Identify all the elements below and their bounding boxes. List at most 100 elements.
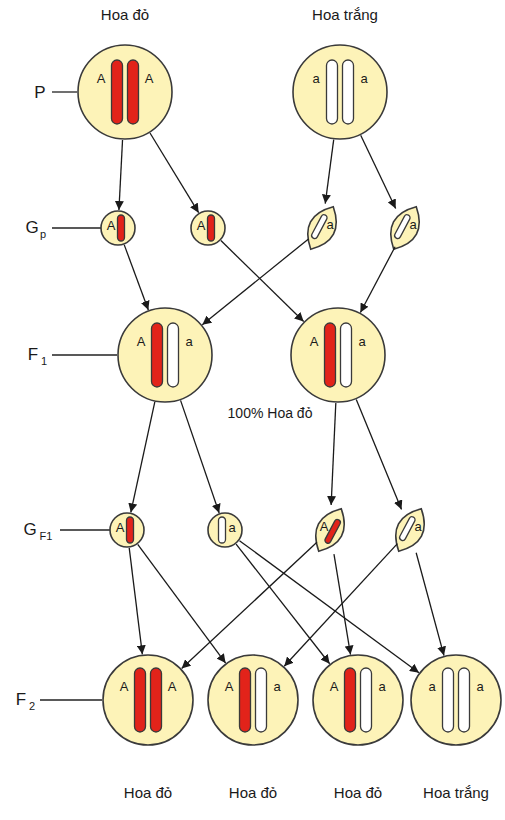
cell-outline <box>77 44 173 140</box>
allele-letter: A <box>97 72 106 85</box>
chromosome <box>208 215 215 241</box>
cell-circle-outline <box>191 211 225 245</box>
generation-label: Hoa trắng <box>312 7 378 22</box>
cell-circle: Aa <box>312 654 404 746</box>
cell-circle: AA <box>102 654 194 746</box>
cell-body <box>387 503 432 558</box>
chromosome <box>325 323 336 387</box>
chromosome <box>399 516 417 542</box>
allele-letter: a <box>326 218 333 231</box>
cell-body <box>191 211 225 245</box>
subscript-label: p <box>40 229 46 240</box>
cell-body <box>208 655 298 745</box>
chromosome <box>256 668 267 732</box>
cell-outline <box>117 307 213 403</box>
allele-letter: a <box>476 680 483 693</box>
egg-cell: a <box>304 202 340 254</box>
cell-outline <box>207 512 243 548</box>
cell-circle-outline <box>291 308 385 402</box>
cell-body <box>382 201 427 256</box>
chromosome <box>128 60 139 124</box>
chromosome <box>219 517 226 543</box>
cell-circle-outline <box>101 211 135 245</box>
allele-letter: A <box>116 521 125 534</box>
cell-outline <box>312 504 348 556</box>
cell-outline <box>292 44 388 140</box>
chromosome <box>135 668 146 732</box>
leader-line <box>40 699 102 700</box>
allele-letter: A <box>197 219 206 232</box>
cross-arrow <box>129 548 142 654</box>
allele-letter: A <box>320 520 329 533</box>
cell-body <box>299 201 344 256</box>
cell-circle-outline <box>313 655 403 745</box>
chromosome <box>343 60 354 124</box>
egg-cell: a <box>392 504 428 556</box>
allele-letter: a <box>428 680 435 693</box>
cell-circle: Aa <box>290 307 386 403</box>
allele-letter: A <box>120 680 129 693</box>
cross-arrow <box>236 544 330 664</box>
chromosome <box>327 60 338 124</box>
allele-letter: A <box>137 335 146 348</box>
generation-label: G <box>23 521 36 538</box>
generation-label: Hoa đỏ <box>101 7 149 22</box>
chromosome <box>240 668 251 732</box>
cross-arrow <box>284 544 397 667</box>
cross-arrow <box>356 399 401 509</box>
allele-letter: A <box>225 680 234 693</box>
leader-line <box>60 529 110 530</box>
generation-label: F <box>28 346 38 363</box>
cell-body <box>208 513 242 547</box>
generation-label: P <box>34 84 45 101</box>
subscript-label: F1 <box>40 531 53 542</box>
generation-label: G <box>25 219 38 236</box>
generation-label: Hoa đỏ <box>334 785 382 800</box>
allele-letter: A <box>107 219 116 232</box>
chromosome <box>361 668 372 732</box>
cell-body <box>103 655 193 745</box>
cell-body <box>313 655 403 745</box>
allele-letter: A <box>168 680 177 693</box>
cross-arrow <box>119 140 123 210</box>
cross-arrow <box>416 553 444 656</box>
gamete-circle: A <box>109 512 145 548</box>
chromosome <box>168 323 179 387</box>
cell-outline <box>102 654 194 746</box>
cell-outline <box>190 210 226 246</box>
chromosome <box>112 60 123 124</box>
cell-body <box>101 211 135 245</box>
leader-line <box>52 354 117 355</box>
cell-body <box>291 308 385 402</box>
subscript-label: 2 <box>29 701 35 712</box>
cell-circle: AA <box>77 44 173 140</box>
egg-outline <box>387 503 432 558</box>
cross-arrow <box>334 554 351 655</box>
allele-letter: a <box>360 72 367 85</box>
allele-letter: A <box>330 680 339 693</box>
cell-body <box>118 308 212 402</box>
chromosome <box>459 668 470 732</box>
cell-circle-outline <box>411 655 501 745</box>
cell-outline <box>312 654 404 746</box>
cell-circle: Aa <box>207 654 299 746</box>
cell-body <box>411 655 501 745</box>
egg-cell: a <box>387 202 423 254</box>
cell-circle-outline <box>208 513 242 547</box>
chromosome <box>394 214 412 240</box>
chromosome <box>443 668 454 732</box>
leader-line <box>52 91 77 92</box>
chromosome <box>345 668 356 732</box>
allele-letter: a <box>414 520 421 533</box>
cross-arrow <box>150 133 199 213</box>
cell-outline <box>304 202 340 254</box>
chromosome <box>151 668 162 732</box>
cross-arrow <box>182 542 317 668</box>
cell-outline <box>109 512 145 548</box>
allele-letter: a <box>358 335 365 348</box>
cross-arrow <box>331 403 336 505</box>
generation-label: 100% Hoa đỏ <box>228 406 313 420</box>
generation-label: Hoa đỏ <box>229 785 277 800</box>
allele-letter: a <box>378 680 385 693</box>
